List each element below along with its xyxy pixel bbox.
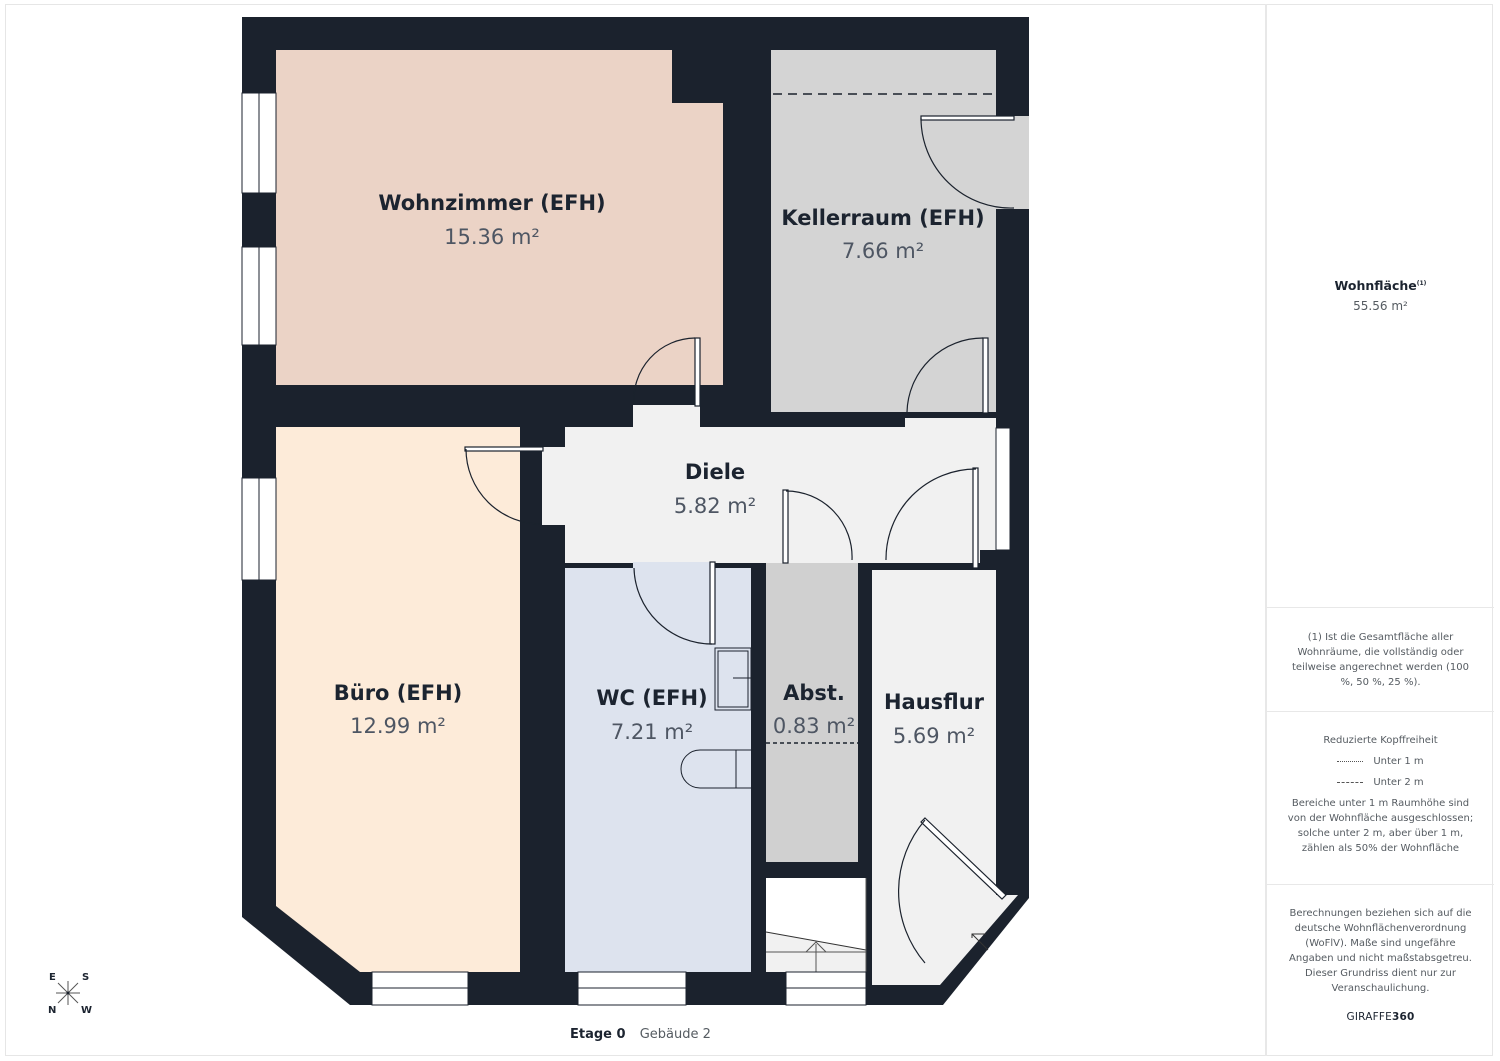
room-kellerraum[interactable] (771, 50, 996, 412)
dashed-line-icon (1337, 782, 1364, 783)
wc-fixtures (680, 647, 752, 789)
headroom-legend: Reduzierte Kopffreiheit Unter 1 m Unter … (1267, 733, 1494, 856)
room-label-buero: Büro (EFH) (334, 681, 463, 705)
footnote-marker: (1) (1416, 280, 1427, 287)
room-area-hausflur: 5.69 m² (893, 724, 975, 748)
room-abst[interactable] (766, 563, 858, 862)
disclaimer: Berechnungen beziehen sich auf die deuts… (1289, 908, 1472, 994)
room-area-diele: 5.82 m² (674, 494, 756, 518)
room-wohnzimmer[interactable] (276, 50, 723, 385)
room-area-kellerraum: 7.66 m² (842, 239, 924, 263)
legend-item-under-2m: Unter 2 m (1285, 775, 1476, 790)
wohnflaeche-label: Wohnfläche (1334, 278, 1417, 294)
room-area-wohnzimmer: 15.36 m² (444, 225, 540, 249)
doors (464, 115, 1015, 964)
wohnflaeche-summary: Wohnfläche(1) 55.56 m² (1267, 276, 1494, 314)
building-label: Gebäude 2 (639, 1027, 711, 1042)
windows (241, 92, 1011, 1006)
floor-caption: Etage 0 Gebäude 2 (570, 1027, 711, 1042)
compass-label-s: S (82, 972, 90, 983)
room-buero[interactable] (276, 427, 520, 972)
compass-label-e: E (49, 972, 56, 983)
room-hausflur[interactable] (872, 570, 1018, 985)
dotted-line-icon (1337, 761, 1364, 762)
room-diele[interactable] (565, 405, 996, 563)
room-area-buero: 12.99 m² (350, 714, 446, 738)
room-label-wohnzimmer: Wohnzimmer (EFH) (378, 191, 605, 215)
compass-label-w: W (81, 1005, 93, 1016)
floor-label: Etage 0 (570, 1027, 626, 1042)
room-label-diele: Diele (685, 460, 745, 484)
side-panel: Wohnfläche(1) 55.56 m² (1) Ist die Gesam… (1265, 4, 1494, 1056)
compass-label-n: N (48, 1005, 57, 1016)
room-wc[interactable] (565, 568, 751, 972)
brand-logo: GIRAFFE360 (1346, 1011, 1415, 1023)
wohnflaeche-value: 55.56 m² (1353, 299, 1408, 314)
room-label-kellerraum: Kellerraum (EFH) (781, 206, 984, 230)
room-label-wc: WC (EFH) (596, 686, 707, 710)
footnote-text: (1) Ist die Gesamtfläche aller Wohnräume… (1292, 632, 1469, 688)
compass-icon: E S N W (40, 965, 100, 1025)
room-area-abst: 0.83 m² (773, 714, 855, 738)
room-label-hausflur: Hausflur (884, 690, 985, 714)
legend-note: Bereiche unter 1 m Raumhöhe sind von der… (1287, 798, 1474, 854)
room-label-abst: Abst. (783, 681, 845, 705)
legend-title: Reduzierte Kopffreiheit (1323, 735, 1438, 746)
legend-item-under-1m: Unter 1 m (1285, 754, 1476, 769)
room-area-wc: 7.21 m² (611, 720, 693, 744)
